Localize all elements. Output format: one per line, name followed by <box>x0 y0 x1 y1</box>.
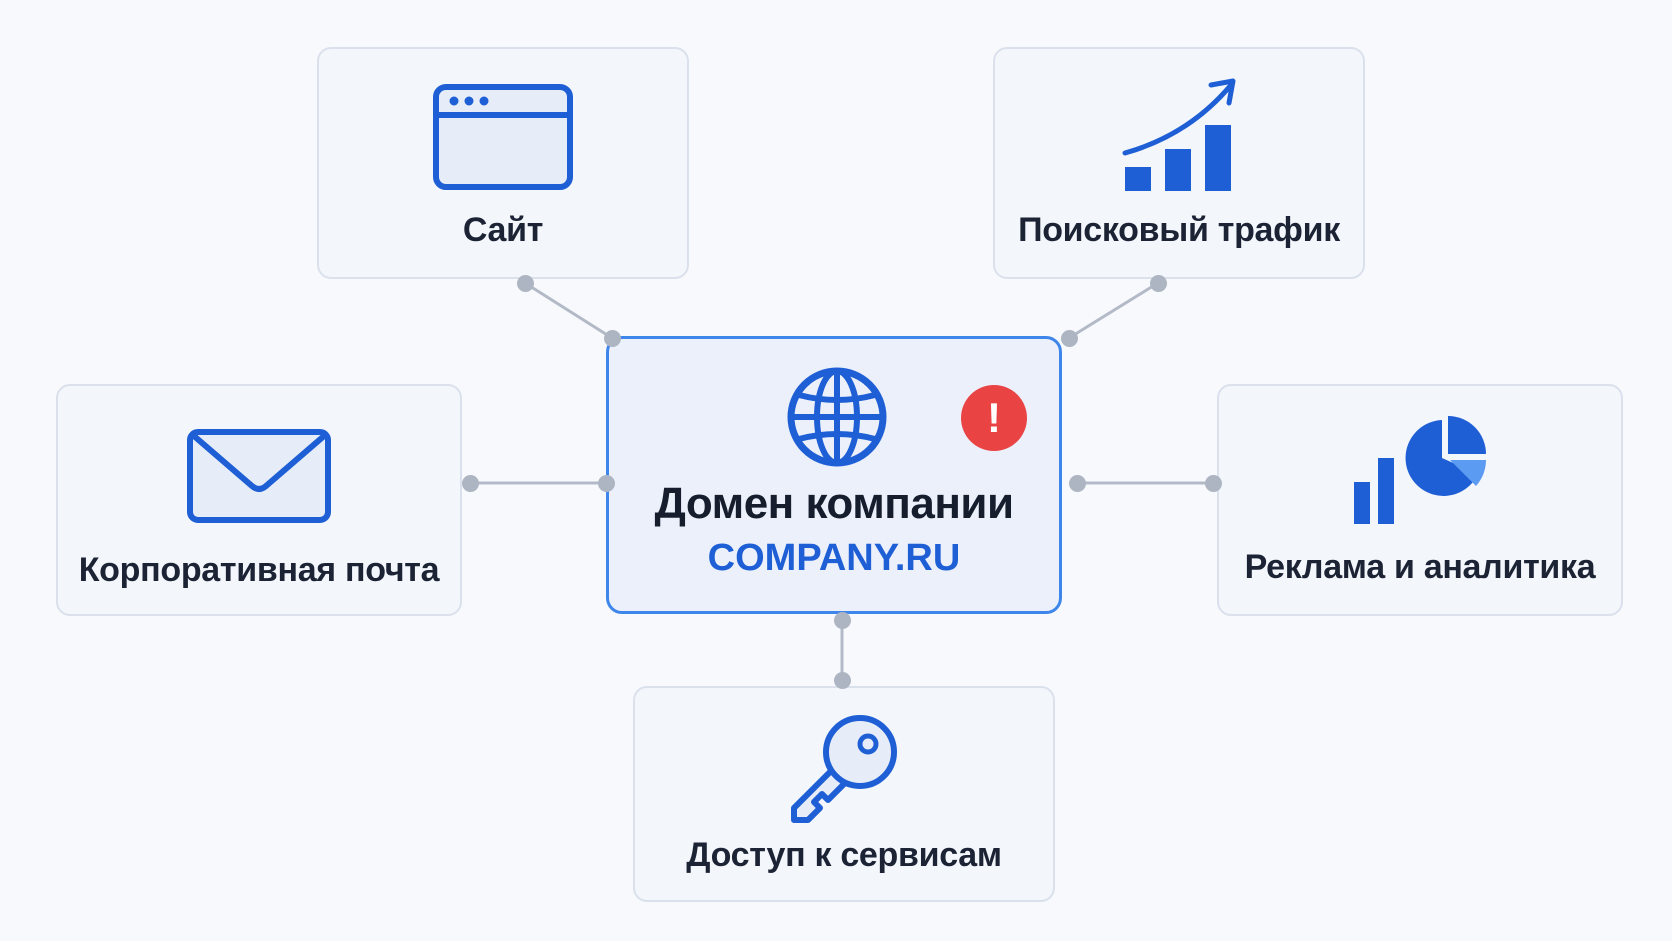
center-title: Домен компании <box>654 479 1014 528</box>
node-ads-label: Реклама и аналитика <box>1244 548 1596 586</box>
connector-dot <box>603 329 621 347</box>
connector-dot <box>516 274 534 292</box>
node-mail[interactable]: Корпоративная почта <box>56 384 462 616</box>
globe-icon <box>785 365 889 469</box>
connector-dot <box>833 611 851 629</box>
center-domain-card[interactable]: ! Домен компании COMPANY.RU <box>606 336 1062 614</box>
connector-dot <box>1068 474 1086 492</box>
connector-dot <box>1204 474 1222 492</box>
connector-site <box>524 281 613 340</box>
alert-icon: ! <box>961 385 1027 451</box>
center-domain-name: COMPANY.RU <box>707 537 961 579</box>
connector-dot <box>597 474 615 492</box>
node-ads[interactable]: Реклама и аналитика <box>1217 384 1623 616</box>
node-access[interactable]: Доступ к сервисам <box>633 686 1055 902</box>
envelope-icon <box>186 428 332 524</box>
key-icon <box>788 712 900 828</box>
connector-dot <box>833 671 851 689</box>
analytics-icon <box>1350 414 1490 526</box>
connector-dot <box>1060 329 1078 347</box>
node-mail-label: Корпоративная почта <box>78 551 440 589</box>
browser-window-icon <box>432 83 574 191</box>
growth-chart-icon <box>1119 77 1239 195</box>
node-search-traffic-label: Поисковый трафик <box>1018 211 1340 249</box>
connector-dot <box>461 474 479 492</box>
node-site-label: Сайт <box>462 211 544 249</box>
node-search-traffic[interactable]: Поисковый трафик <box>993 47 1365 279</box>
connector-search-traffic <box>1068 281 1159 340</box>
node-access-label: Доступ к сервисам <box>686 836 1002 874</box>
connector-dot <box>1149 274 1167 292</box>
node-site[interactable]: Сайт <box>317 47 689 279</box>
